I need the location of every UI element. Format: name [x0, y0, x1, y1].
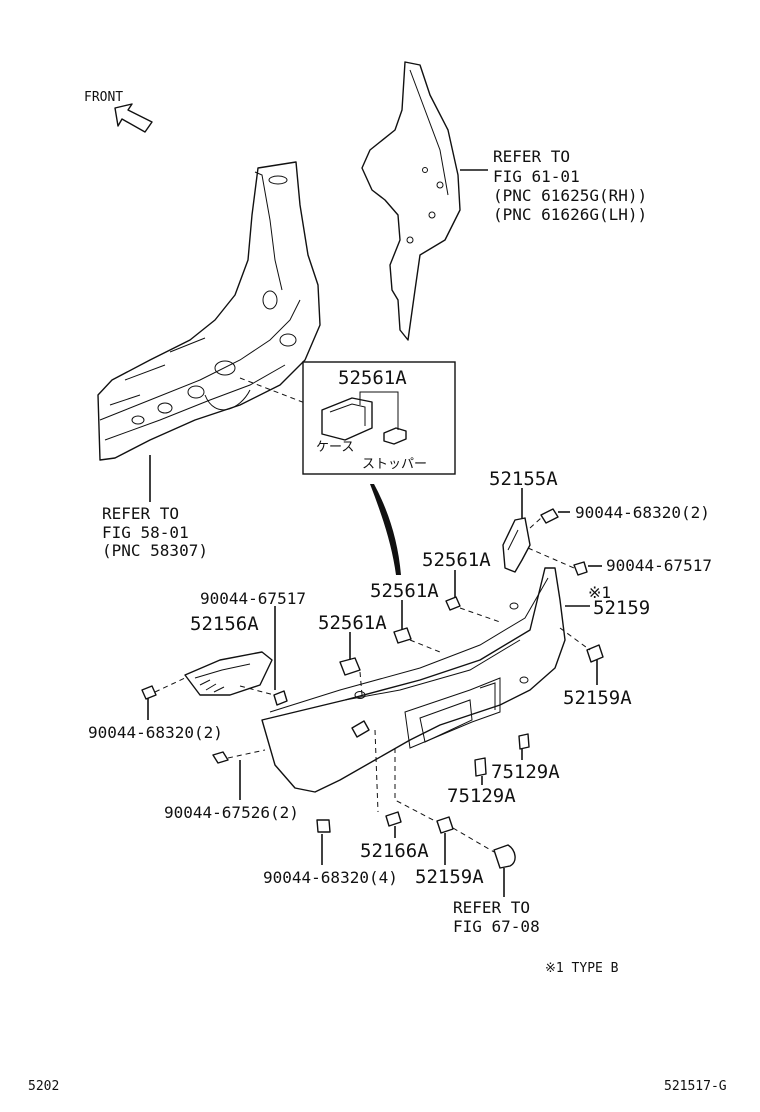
refer-61-line4: (PNC 61626G(LH))	[493, 205, 647, 224]
page-number: 5202	[28, 1079, 59, 1094]
inset-title: 52561A	[338, 367, 407, 389]
retainer-icon	[385, 811, 402, 827]
figure-code: 521517-G	[664, 1079, 727, 1094]
lamp-icon	[493, 844, 516, 869]
part-75129A-2: 75129A	[447, 785, 516, 807]
right-bracket	[502, 517, 531, 573]
part-90044-67517-left: 90044-67517	[200, 589, 306, 608]
part-52159A-bottom: 52159A	[415, 866, 484, 888]
bumper-cover	[261, 567, 566, 793]
part-75129A-1: 75129A	[491, 761, 560, 783]
inset-stopper-label: ストッパー	[362, 457, 427, 472]
inset-box	[302, 361, 456, 475]
refer-67-line1: REFER TO	[453, 898, 530, 917]
part-90044-67517-right: 90044-67517	[606, 556, 712, 575]
footnote: ※1 TYPE B	[545, 961, 619, 976]
quarter-panel	[97, 161, 321, 461]
refer-61-line1: REFER TO	[493, 147, 570, 166]
bolt-icon	[540, 508, 559, 524]
part-90044-68320-left: 90044-68320(2)	[88, 723, 223, 742]
refer-58-line3: (PNC 58307)	[102, 541, 208, 560]
upper-side-panel	[361, 61, 461, 341]
inset-pointer-arrow	[370, 484, 401, 575]
refer-58-line1: REFER TO	[102, 504, 179, 523]
part-52155A: 52155A	[489, 468, 558, 490]
clip-icon	[586, 644, 604, 663]
note-mark: ※1	[588, 583, 611, 602]
refer-61-line3: (PNC 61625G(RH))	[493, 186, 647, 205]
part-52159: 52159	[593, 597, 650, 619]
part-52156A: 52156A	[190, 613, 259, 635]
clip-icon	[436, 816, 454, 834]
part-52166A: 52166A	[360, 840, 429, 862]
tag-icon	[474, 757, 487, 777]
bolt-icon	[141, 685, 157, 700]
refer-61-line2: FIG 61-01	[493, 167, 580, 186]
part-52561A-1: 52561A	[422, 549, 491, 571]
front-label: FRONT	[84, 90, 123, 105]
part-90044-67526: 90044-67526(2)	[164, 803, 299, 822]
inset-case-label: ケース	[316, 440, 354, 455]
part-52159A-right: 52159A	[563, 687, 632, 709]
bolt-icon	[212, 751, 229, 764]
tag-icon	[518, 733, 530, 750]
retainer-icon	[445, 596, 461, 611]
part-90044-68320-right: 90044-68320(2)	[575, 503, 710, 522]
refer-58-line2: FIG 58-01	[102, 523, 189, 542]
part-52561A-3: 52561A	[318, 612, 387, 634]
clip-icon	[273, 690, 288, 706]
part-90044-68320-4: 90044-68320(4)	[263, 868, 398, 887]
part-52561A-2: 52561A	[370, 580, 439, 602]
bolt-icon	[316, 819, 331, 833]
refer-67-line2: FIG 67-08	[453, 917, 540, 936]
clip-icon	[573, 561, 588, 576]
left-bracket	[184, 651, 273, 696]
front-arrow-icon	[114, 103, 153, 133]
